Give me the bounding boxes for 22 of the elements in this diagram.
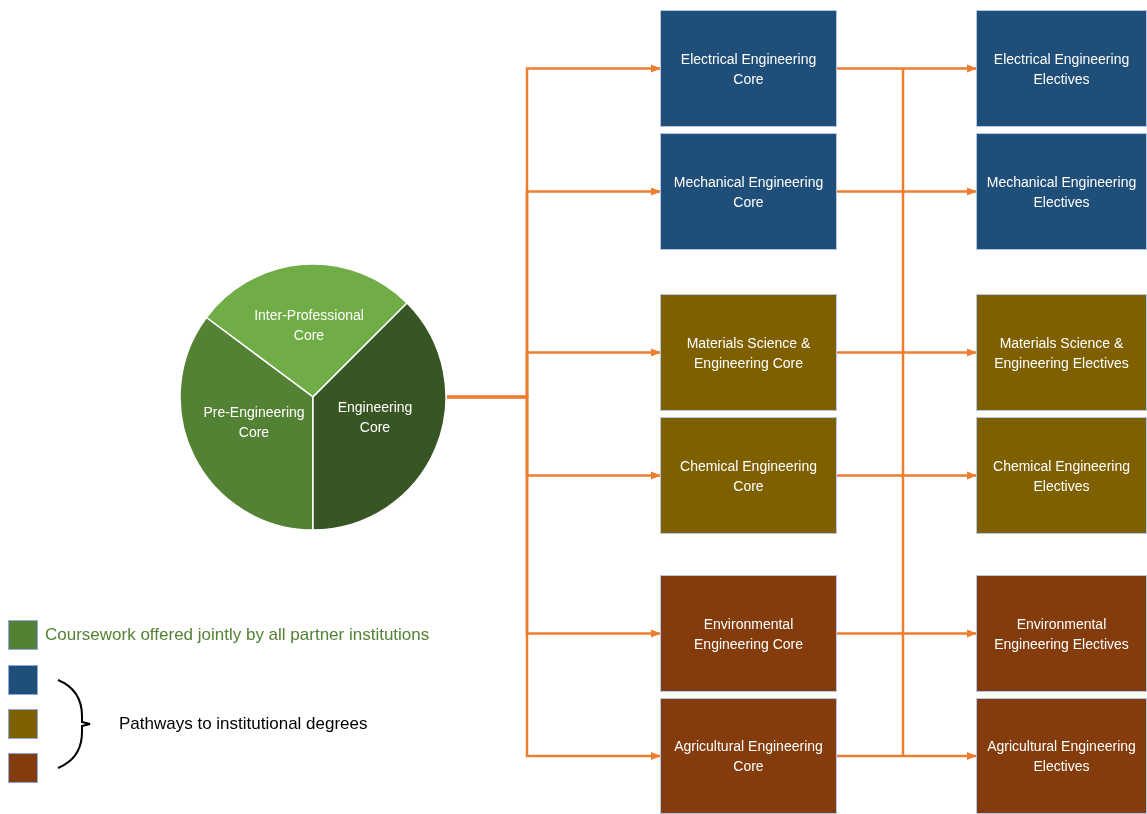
core-box: Chemical Engineering Core (660, 417, 837, 534)
core-box: Materials Science & Engineering Core (660, 294, 837, 411)
arrow (837, 471, 977, 480)
arrow (837, 752, 977, 760)
arrow (837, 348, 977, 357)
legend-text: Pathways to institutional degrees (119, 714, 368, 734)
pie-slice: Inter-Professional Core (205, 263, 408, 398)
arrow (837, 187, 977, 196)
core-box: Electrical Engineering Core (660, 10, 837, 127)
electives-box: Electrical Engineering Electives (976, 10, 1147, 127)
arrow (447, 395, 661, 760)
arrow (837, 64, 977, 73)
legend-text: Coursework offered jointly by all partner institutions (45, 625, 430, 645)
core-box: Environmental Engineering Core (660, 575, 837, 692)
core-box: Agricultural Engineering Core (660, 698, 837, 814)
core-box: Mechanical Engineering Core (660, 133, 837, 250)
arrow (837, 629, 977, 638)
electives-box: Mechanical Engineering Electives (976, 133, 1147, 250)
electives-box: Agricultural Engineering Electives (976, 698, 1147, 814)
electives-box: Chemical Engineering Electives (976, 417, 1147, 534)
electives-box: Materials Science & Engineering Electives (976, 294, 1147, 411)
electives-box: Environmental Engineering Electives (976, 575, 1147, 692)
